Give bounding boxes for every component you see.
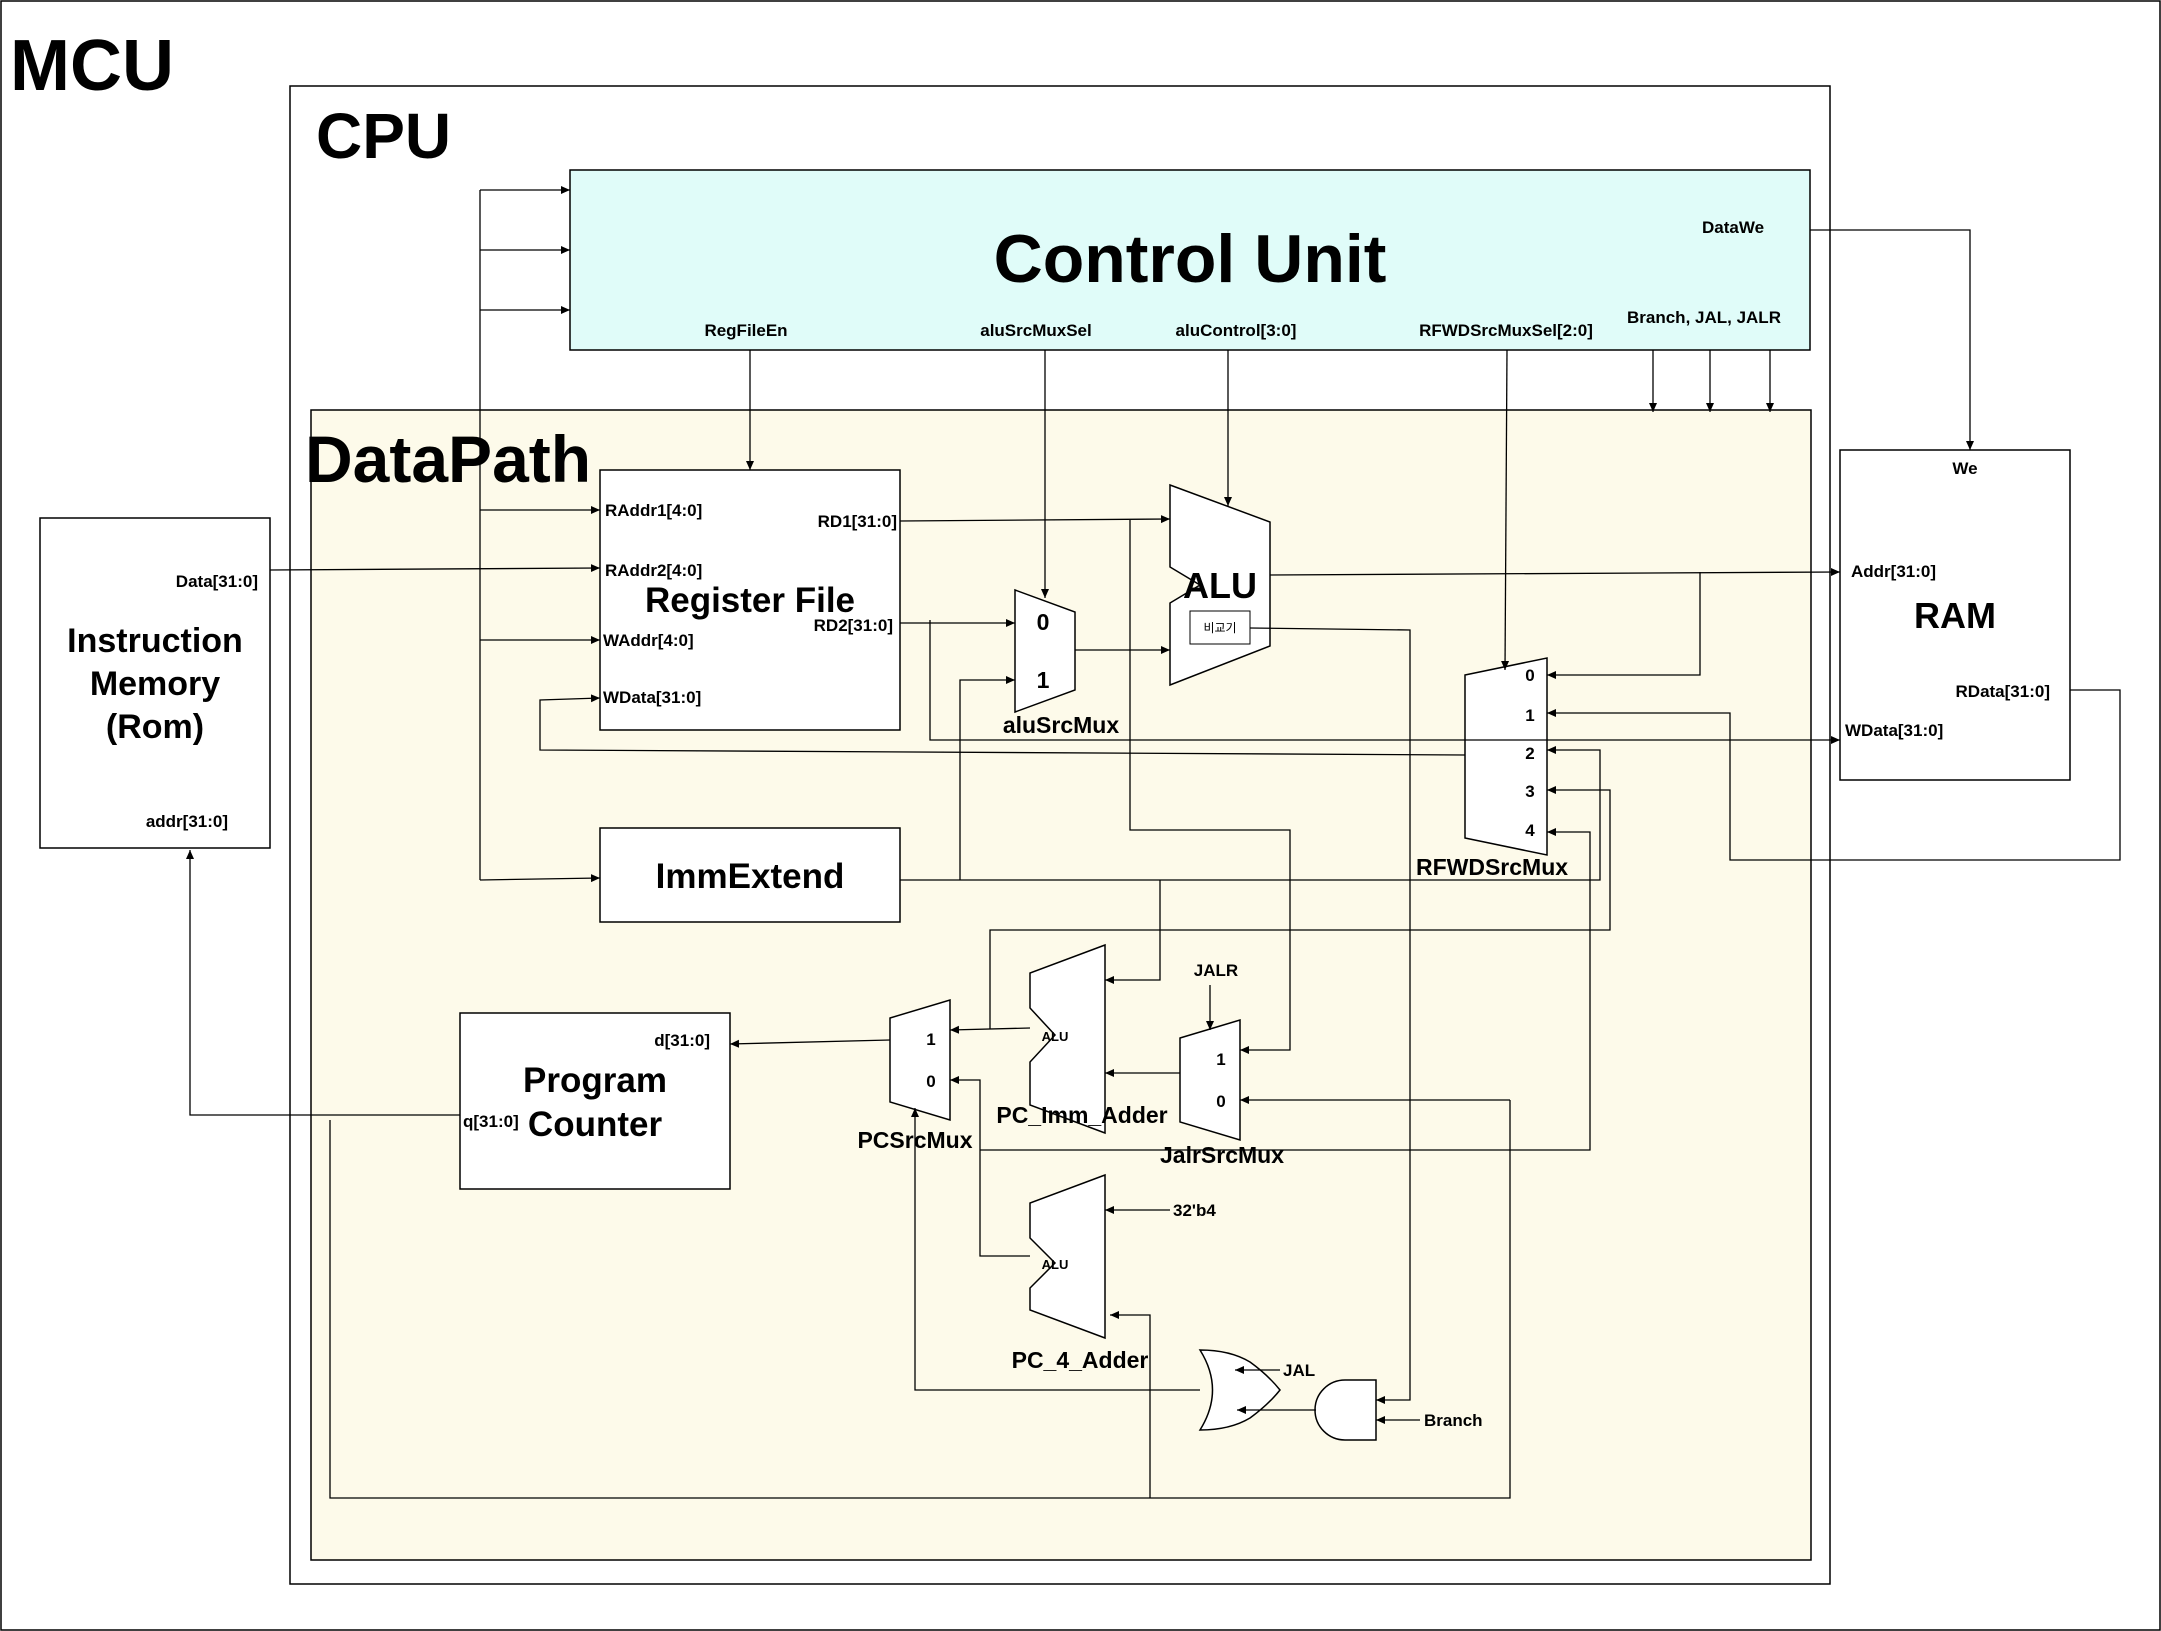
data-we-label: DataWe xyxy=(1702,218,1764,237)
reg-file-en-label: RegFileEn xyxy=(704,321,787,340)
wire-pcimm-rfwd3 xyxy=(989,786,1611,1029)
instruction-memory-data-port: Data[31:0] xyxy=(176,572,258,591)
wire-alu-rfwd0 xyxy=(1547,572,1701,679)
jalr-src-mux-in1: 1 xyxy=(1216,1050,1225,1069)
program-counter-title-1: Program xyxy=(523,1061,667,1100)
wire-instr-data xyxy=(269,564,601,573)
wires xyxy=(186,186,2121,1499)
pc-4-adder-inner: ALU xyxy=(1042,1257,1069,1272)
rfwd-src-mux-in2: 2 xyxy=(1525,744,1534,763)
pc-4-adder-label: PC_4_Adder xyxy=(1012,1347,1149,1373)
pc-src-mux-in1: 1 xyxy=(926,1030,935,1049)
jalr-src-mux-in0: 0 xyxy=(1216,1092,1225,1111)
ram-wdata-port: WData[31:0] xyxy=(1845,721,1943,740)
ram-rdata-port: RData[31:0] xyxy=(1956,682,2050,701)
pc-src-mux-in0: 0 xyxy=(926,1072,935,1091)
pc-4-adder xyxy=(1029,1173,1106,1340)
imm-extend xyxy=(599,827,901,923)
program-counter xyxy=(459,1012,731,1190)
rfwd-src-mux-in3: 3 xyxy=(1525,782,1534,801)
jalr-src-mux-label: JalrSrcMux xyxy=(1160,1142,1284,1168)
wire-pcsrc-pc xyxy=(729,1039,891,1048)
branch-label: Branch xyxy=(1424,1411,1483,1430)
and-gate xyxy=(1314,1379,1377,1441)
rfwd-src-mux-in1: 1 xyxy=(1525,706,1534,725)
wire-rfwd-sel xyxy=(1501,349,1510,671)
ram-we-port: We xyxy=(1952,459,1977,478)
wire-rd1-jalr xyxy=(1129,520,1291,1054)
rd1-port: RD1[31:0] xyxy=(818,512,897,531)
datapath-title: DataPath xyxy=(305,422,591,496)
jalr-sel-label: JALR xyxy=(1194,961,1238,980)
pc-d-port: d[31:0] xyxy=(654,1031,710,1050)
imm-extend-title: ImmExtend xyxy=(656,857,845,896)
wire-comparator-and xyxy=(1249,627,1411,1404)
instruction-memory-title-3: (Rom) xyxy=(106,708,204,746)
pc-q-port: q[31:0] xyxy=(463,1112,519,1131)
instruction-memory-title-2: Memory xyxy=(90,665,220,703)
wire-rfwd-wdata xyxy=(539,694,1466,756)
wire-data-we xyxy=(1810,229,1974,450)
waddr-port: WAddr[4:0] xyxy=(603,631,694,650)
rfwd-src-mux xyxy=(1464,657,1548,856)
wire-rd2-ram xyxy=(929,620,1840,744)
ram-addr-port: Addr[31:0] xyxy=(1851,562,1936,581)
alu-src-mux-label: aluSrcMux xyxy=(1003,712,1120,738)
alu-comparator-label: 비교기 xyxy=(1203,621,1236,635)
wire-pc-rom xyxy=(186,850,460,1116)
wire-pc4-rfwd4 xyxy=(980,828,1591,1151)
wdata-port: WData[31:0] xyxy=(603,688,701,707)
alu-src-mux-sel-label: aluSrcMuxSel xyxy=(980,321,1092,340)
rfwd-src-mux-sel-label: RFWDSrcMuxSel[2:0] xyxy=(1419,321,1593,340)
alu-src-mux xyxy=(1014,588,1076,714)
ram xyxy=(1839,449,2071,781)
alu-src-mux-in0: 0 xyxy=(1037,609,1050,635)
wire-rd1-alu xyxy=(899,515,1171,524)
wire-pc4-pcsrc xyxy=(950,1076,1030,1257)
raddr2-port: RAddr2[4:0] xyxy=(605,561,702,580)
mcu-title: MCU xyxy=(10,26,174,106)
wire-or-pcsrc-sel xyxy=(911,1108,1200,1391)
pc-4-adder-const: 32'b4 xyxy=(1173,1201,1216,1220)
wire-alu-ram xyxy=(1269,568,1841,577)
rfwd-src-mux-label: RFWDSrcMux xyxy=(1416,854,1568,880)
pc-imm-adder-inner: ALU xyxy=(1042,1029,1069,1044)
instruction-memory xyxy=(39,517,271,849)
raddr1-port: RAddr1[4:0] xyxy=(605,501,702,520)
branch-jal-jalr-label: Branch, JAL, JALR xyxy=(1627,308,1781,327)
wire-imm-alu-src xyxy=(959,676,1015,880)
control-unit xyxy=(569,169,1811,351)
alu-control-label: aluControl[3:0] xyxy=(1176,321,1297,340)
jalr-src-mux xyxy=(1179,1018,1241,1142)
rfwd-src-mux-in0: 0 xyxy=(1525,666,1534,685)
pc-src-mux xyxy=(889,998,951,1122)
alu-src-mux-in1: 1 xyxy=(1037,667,1050,693)
alu-comparator xyxy=(1189,610,1251,645)
wire-imm-pc-adder xyxy=(1105,880,1161,984)
control-unit-title: Control Unit xyxy=(994,221,1387,297)
wire-instr-imm xyxy=(479,874,601,883)
cpu-title: CPU xyxy=(316,100,451,172)
ram-title: RAM xyxy=(1914,595,1996,636)
instruction-memory-title-1: Instruction xyxy=(67,622,243,660)
register-file xyxy=(599,469,901,731)
rfwd-src-mux-in4: 4 xyxy=(1525,821,1535,840)
instruction-memory-addr-port: addr[31:0] xyxy=(146,812,228,831)
wire-pc-4adder xyxy=(1110,1311,1151,1498)
register-file-title: Register File xyxy=(645,581,855,620)
jal-label: JAL xyxy=(1283,1361,1315,1380)
pc-imm-adder xyxy=(1029,943,1106,1135)
pc-imm-adder-label: PC_Imm_Adder xyxy=(996,1102,1167,1128)
program-counter-title-2: Counter xyxy=(528,1105,663,1144)
alu-title: ALU xyxy=(1183,565,1257,606)
wire-ram-rfwd1 xyxy=(1547,689,2121,861)
wire-pc-bus xyxy=(329,1100,1511,1499)
rd2-port: RD2[31:0] xyxy=(814,616,893,635)
wire-imm-rfwd2 xyxy=(1465,746,1601,881)
